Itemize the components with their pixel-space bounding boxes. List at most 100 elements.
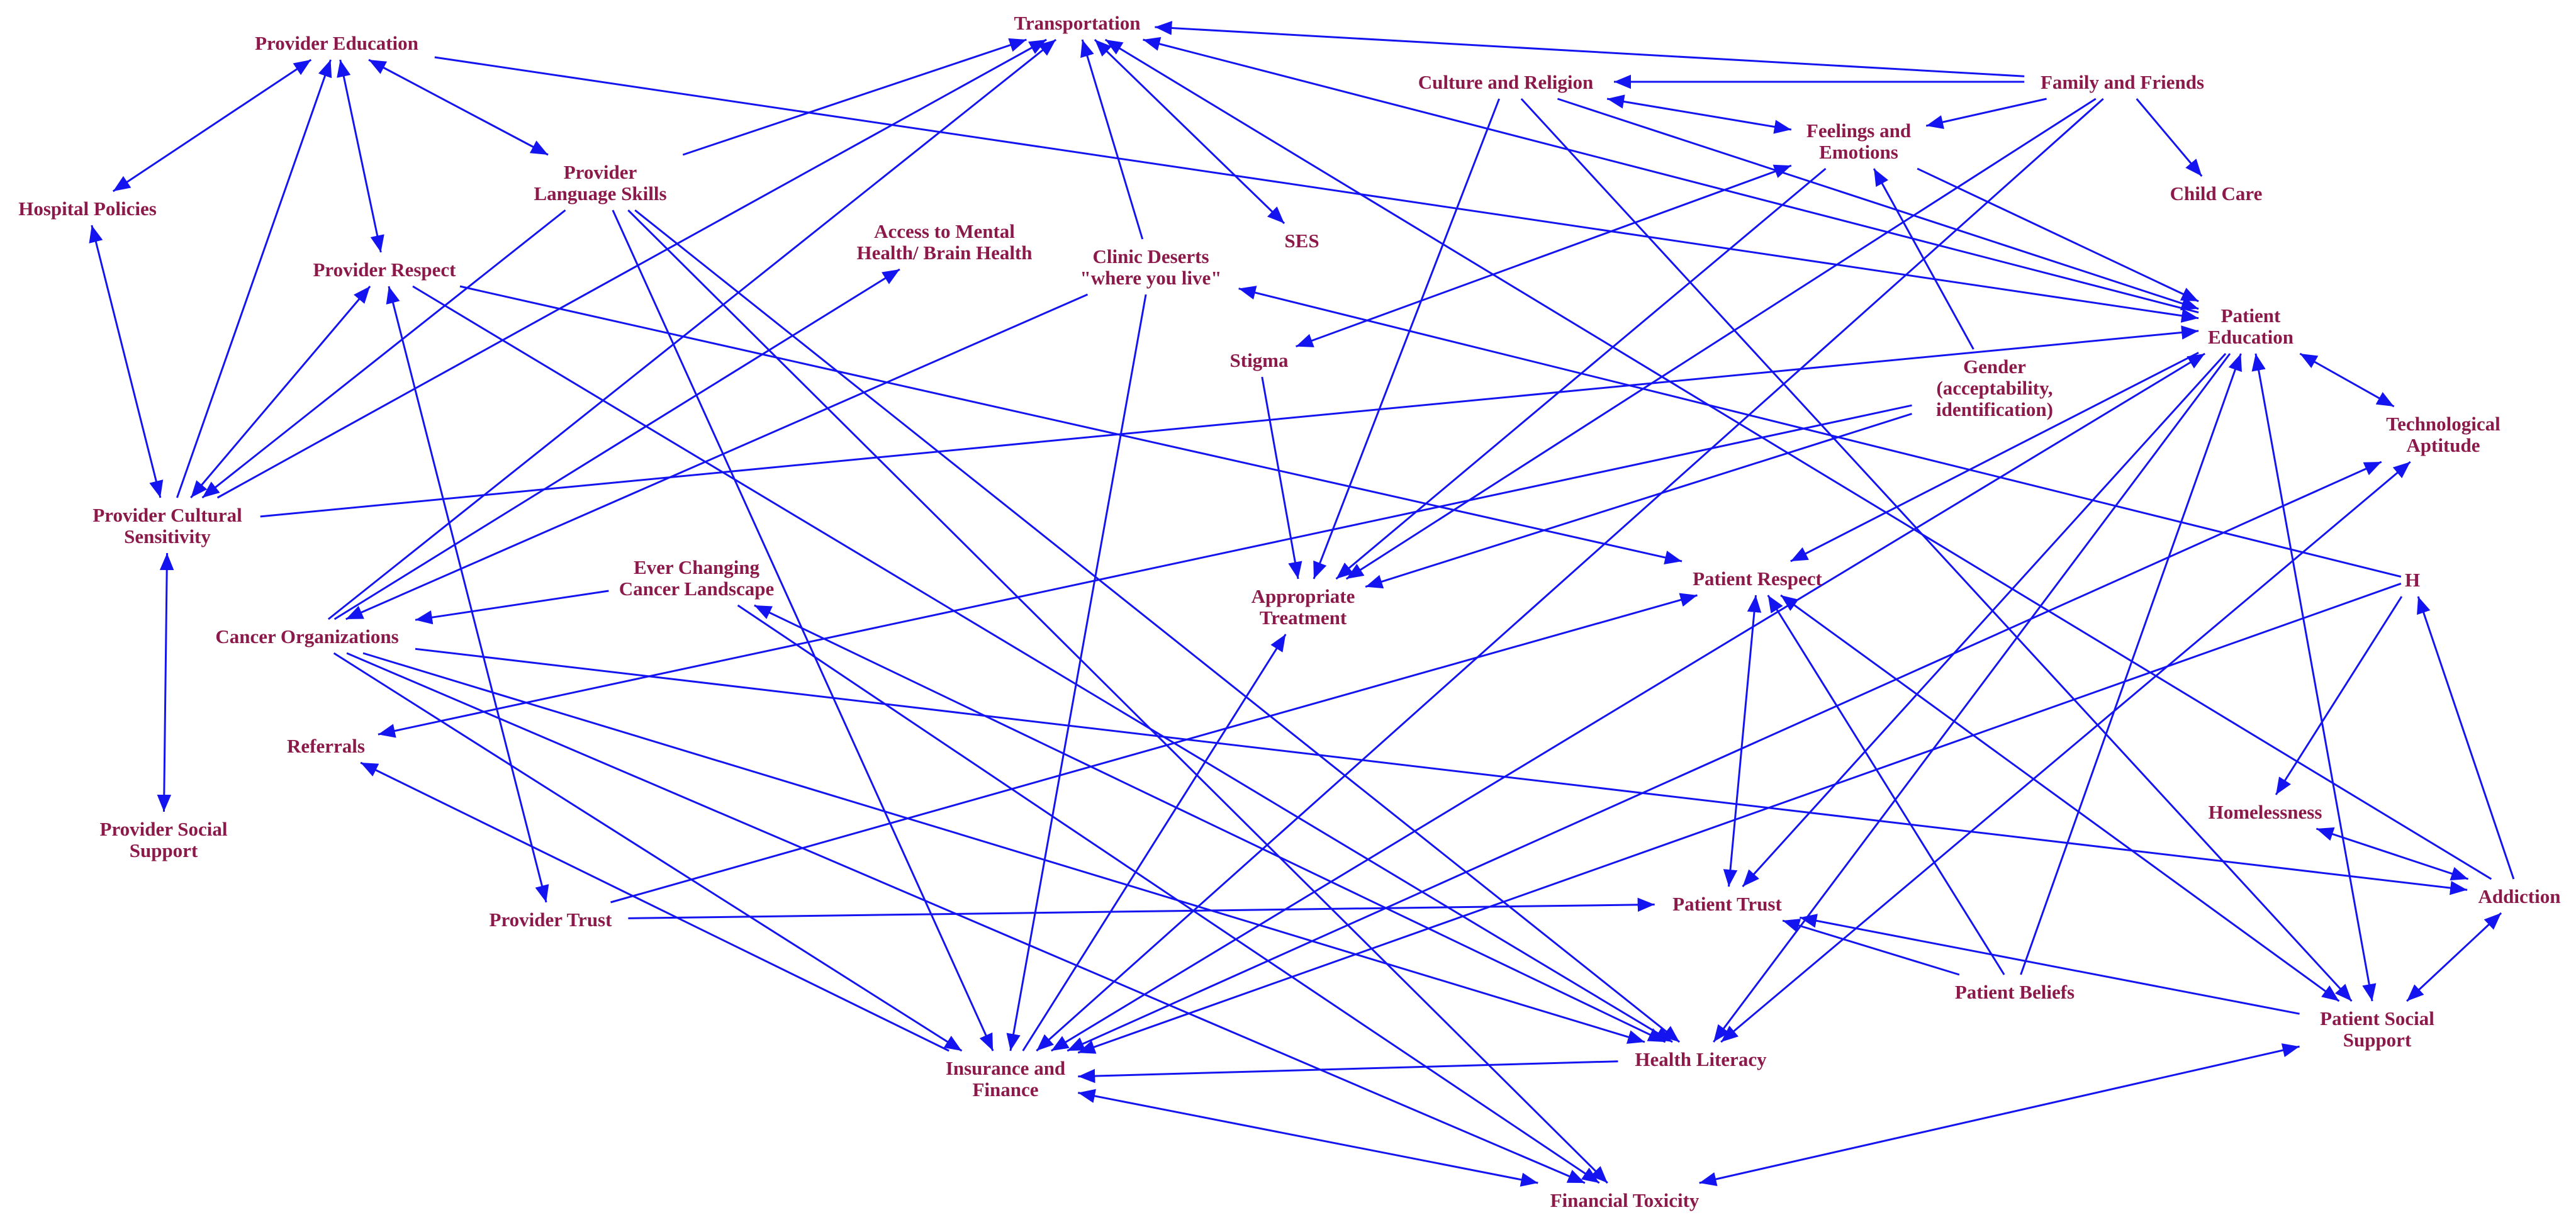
node-label-line: Support	[130, 839, 198, 861]
edge-patient-education-to-technological-aptitude	[2299, 352, 2395, 408]
node-culture-religion: Culture and Religion	[1418, 71, 1593, 93]
edge-feelings-emotions-to-patient-education	[1917, 167, 2199, 303]
node-label-line: Emotions	[1819, 141, 1898, 163]
edge-provider-language-to-health-literacy	[634, 209, 1681, 1043]
node-label-line: Provider Social	[100, 818, 228, 840]
node-stigma: Stigma	[1230, 349, 1289, 371]
edge-provider-language-to-financial-toxicity	[627, 209, 1608, 1184]
node-cancer-orgs: Cancer Organizations	[215, 625, 398, 647]
edge-family-friends-to-transportation	[1155, 21, 2025, 77]
node-label-line: Health Literacy	[1635, 1048, 1767, 1070]
node-label-line: Patient Social	[2320, 1007, 2434, 1029]
edge-patient-beliefs-to-patient-education	[2020, 353, 2242, 975]
node-label-line: Treatment	[1260, 607, 1347, 629]
edge-gender-to-feelings-emotions	[1873, 168, 1974, 350]
edge-family-friends-to-feelings-emotions	[1925, 98, 2047, 130]
edge-cancer-orgs-to-health-literacy	[362, 652, 1645, 1044]
node-label-line: Patient Respect	[1693, 568, 1822, 590]
node-label-line: Patient Beliefs	[1955, 981, 2075, 1003]
node-label-line: Referrals	[287, 735, 365, 757]
node-label-line: Provider Trust	[490, 909, 613, 931]
edge-ever-changing-to-health-literacy	[754, 604, 1666, 1043]
node-label-line: H	[2405, 569, 2420, 591]
edge-cancer-orgs-to-access-mental	[333, 268, 900, 620]
edge-cancer-orgs-to-addiction	[415, 647, 2468, 895]
node-label-line: Provider Education	[255, 32, 418, 54]
node-label-line: Stigma	[1230, 349, 1289, 371]
node-patient-beliefs: Patient Beliefs	[1955, 981, 2075, 1003]
edge-provider-trust-to-patient-respect	[610, 593, 1698, 904]
node-family-friends: Family and Friends	[2041, 71, 2204, 93]
node-label-line: Clinic Deserts	[1092, 245, 1209, 267]
node-label-line: Financial Toxicity	[1550, 1189, 1700, 1211]
edge-ever-changing-to-cancer-orgs	[415, 590, 609, 625]
node-label-line: (acceptability,	[1936, 377, 2052, 399]
edge-culture-religion-to-appropriate-treatment	[1313, 98, 1500, 580]
edge-h-to-homelessness	[2275, 596, 2403, 795]
node-referrals: Referrals	[287, 735, 365, 757]
edge-culture-religion-to-patient-education	[1557, 98, 2199, 311]
node-patient-respect: Patient Respect	[1693, 568, 1822, 590]
edge-patient-beliefs-to-patient-respect	[1767, 595, 2005, 975]
edge-family-friends-to-child-care	[2136, 98, 2203, 177]
edge-provider-trust-to-patient-trust	[628, 897, 1655, 919]
edge-addiction-to-patient-social	[2406, 912, 2502, 1002]
edge-stigma-to-feelings-emotions	[1296, 164, 1792, 348]
edge-provider-cultural-to-provider-social	[157, 552, 174, 812]
node-financial-toxicity: Financial Toxicity	[1550, 1189, 1700, 1211]
node-hospital-policies: Hospital Policies	[18, 198, 157, 220]
node-label-line: SES	[1284, 230, 1319, 252]
node-label-line: Family and Friends	[2041, 71, 2204, 93]
node-label-line: Sensitivity	[124, 525, 211, 547]
node-child-care: Child Care	[2170, 182, 2263, 204]
node-label-line: Finance	[972, 1079, 1038, 1101]
node-label-line: Feelings and	[1806, 120, 1911, 142]
node-label-line: Provider	[564, 161, 637, 183]
edge-provider-language-to-insurance-finance	[612, 210, 994, 1051]
node-label-line: Access to Mental	[874, 220, 1015, 242]
node-label-line: Addiction	[2478, 885, 2561, 907]
node-label-line: "where you live"	[1080, 267, 1222, 289]
node-label-line: Homelessness	[2209, 801, 2322, 823]
node-label-line: Culture and Religion	[1418, 71, 1593, 93]
node-label-line: Health/ Brain Health	[857, 242, 1033, 264]
edge-provider-education-to-provider-language	[368, 59, 549, 156]
edge-patient-education-to-patient-social	[2251, 353, 2377, 1002]
node-provider-respect: Provider Respect	[313, 259, 457, 281]
edge-provider-cultural-to-provider-respect	[190, 286, 371, 498]
edge-clinic-deserts-to-transportation	[1080, 39, 1144, 240]
node-label-line: Education	[2208, 326, 2293, 348]
edge-clinic-deserts-to-cancer-orgs	[345, 293, 1089, 620]
node-clinic-deserts: Clinic Deserts"where you live"	[1080, 245, 1222, 289]
edge-patient-education-to-health-literacy	[1713, 353, 2231, 1043]
node-label-line: Patient Trust	[1672, 893, 1782, 915]
node-ses: SES	[1284, 230, 1319, 252]
edge-gender-to-appropriate-treatment	[1365, 413, 1912, 589]
node-label-line: Child Care	[2170, 182, 2263, 204]
edge-patient-beliefs-to-patient-trust	[1782, 919, 1960, 976]
node-provider-education: Provider Education	[255, 32, 418, 54]
node-label-line: Ever Changing	[634, 556, 760, 578]
node-label-line: Language Skills	[534, 182, 666, 204]
node-provider-trust: Provider Trust	[490, 909, 613, 931]
edge-ever-changing-to-financial-toxicity	[737, 604, 1600, 1184]
node-label-line: Hospital Policies	[18, 198, 157, 220]
edge-appropriate-treatment-to-insurance-finance	[1022, 634, 1287, 1051]
edge-clinic-deserts-to-insurance-finance	[1006, 294, 1147, 1051]
edge-stigma-to-appropriate-treatment	[1261, 376, 1302, 580]
node-health-literacy: Health Literacy	[1635, 1048, 1767, 1070]
edge-provider-language-to-provider-cultural	[201, 209, 566, 499]
edge-financial-toxicity-to-patient-social	[1699, 1043, 2300, 1186]
node-label-line: Technological	[2386, 413, 2500, 435]
node-label-line: Provider Respect	[313, 259, 457, 281]
node-label-line: Gender	[1963, 356, 2026, 378]
node-patient-trust: Patient Trust	[1672, 893, 1782, 915]
edge-provider-education-to-provider-respect	[337, 59, 384, 253]
